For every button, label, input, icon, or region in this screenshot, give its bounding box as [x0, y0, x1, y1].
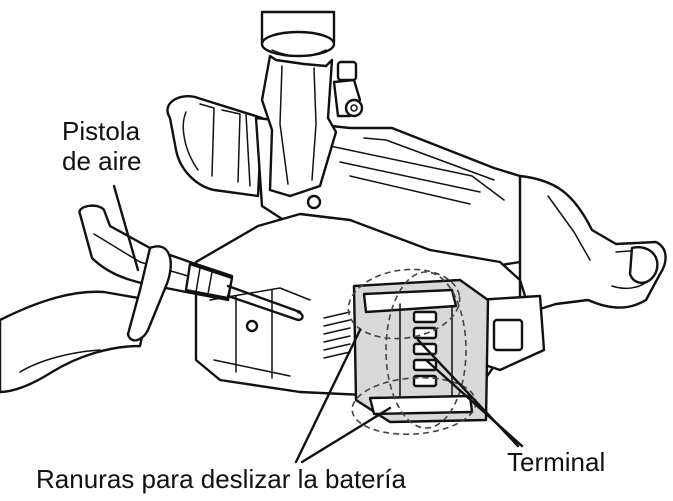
- air-gun-label-line1: Pistola: [62, 116, 141, 146]
- battery-rails-label: Ranuras para deslizar la batería: [36, 464, 406, 494]
- leader-lines: [112, 184, 524, 464]
- terminal-label: Terminal: [507, 447, 606, 477]
- rotary-hammer-icon: [166, 10, 667, 436]
- air-gun-icon: [0, 204, 304, 394]
- air-gun-label-line2: de aire: [62, 146, 142, 176]
- air-gun-label: Pistola de aire: [62, 116, 142, 176]
